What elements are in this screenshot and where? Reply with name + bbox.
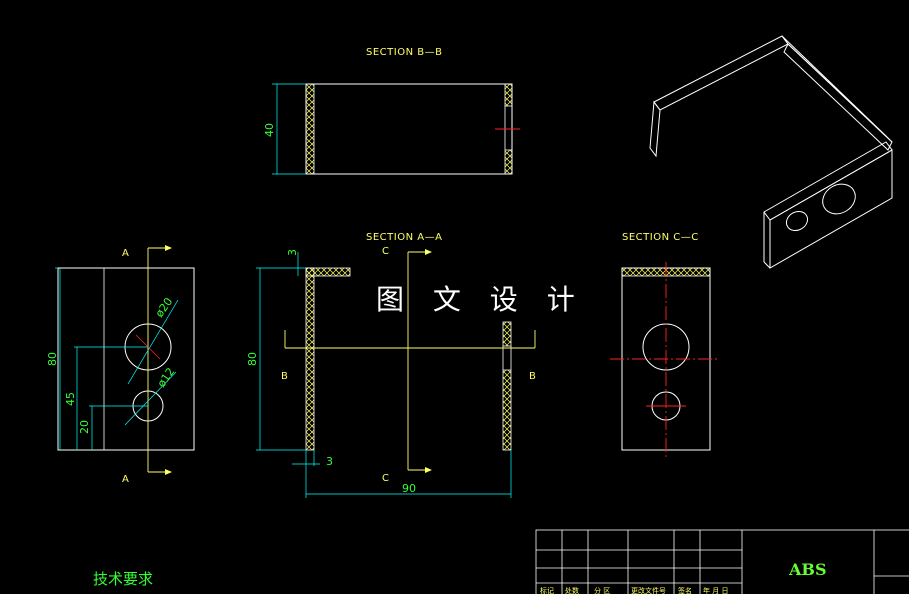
dim-3-bottom: 3 bbox=[326, 455, 333, 468]
title-block-headers: 标记 处数 分 区 更改文件号 签名 年 月 日 bbox=[540, 586, 728, 594]
dim-80-front: 80 bbox=[46, 352, 59, 366]
tb-header-1: 处数 bbox=[565, 586, 579, 594]
label-b-right: B bbox=[529, 371, 536, 382]
tb-header-5: 年 月 日 bbox=[703, 586, 728, 594]
watermark-text: 图 文 设 计 bbox=[376, 283, 585, 316]
label-a-top: A bbox=[122, 248, 129, 259]
tb-header-4: 签名 bbox=[678, 586, 692, 594]
dim-20: 20 bbox=[78, 420, 91, 434]
section-cc-view: SECTION C—C bbox=[610, 232, 720, 458]
label-a-bottom: A bbox=[122, 474, 129, 485]
section-aa-title: SECTION A—A bbox=[366, 232, 442, 243]
dim-40: 40 bbox=[263, 123, 276, 137]
section-cc-title: SECTION C—C bbox=[622, 232, 699, 243]
dim-dia12: ø12 bbox=[155, 365, 178, 389]
isometric-view bbox=[649, 35, 893, 269]
label-b-left: B bbox=[281, 371, 288, 382]
tb-header-0: 标记 bbox=[540, 586, 554, 594]
hatch-left-bb bbox=[305, 83, 315, 175]
tech-requirements-label: 技术要求 bbox=[93, 570, 153, 588]
dim-80-section: 80 bbox=[246, 352, 259, 366]
title-block bbox=[535, 529, 909, 594]
label-c-bottom: C bbox=[382, 473, 389, 484]
dim-dia20: ø20 bbox=[153, 295, 176, 319]
tb-header-3: 更改文件号 bbox=[631, 586, 666, 594]
section-bb-title: SECTION B—B bbox=[366, 47, 442, 58]
front-view: A A ø20 ø12 80 45 20 bbox=[46, 245, 195, 485]
tb-header-2: 分 区 bbox=[594, 586, 610, 594]
section-bb-view: SECTION B—B 40 bbox=[263, 47, 520, 175]
dim-90: 90 bbox=[402, 482, 416, 495]
label-c-top: C bbox=[382, 246, 389, 257]
dim-3-top: 3 bbox=[286, 249, 299, 256]
material-label: ABS bbox=[788, 560, 827, 579]
dim-45: 45 bbox=[64, 392, 77, 406]
section-aa-view: SECTION A—A B B C C 80 3 3 90 bbox=[246, 232, 536, 498]
